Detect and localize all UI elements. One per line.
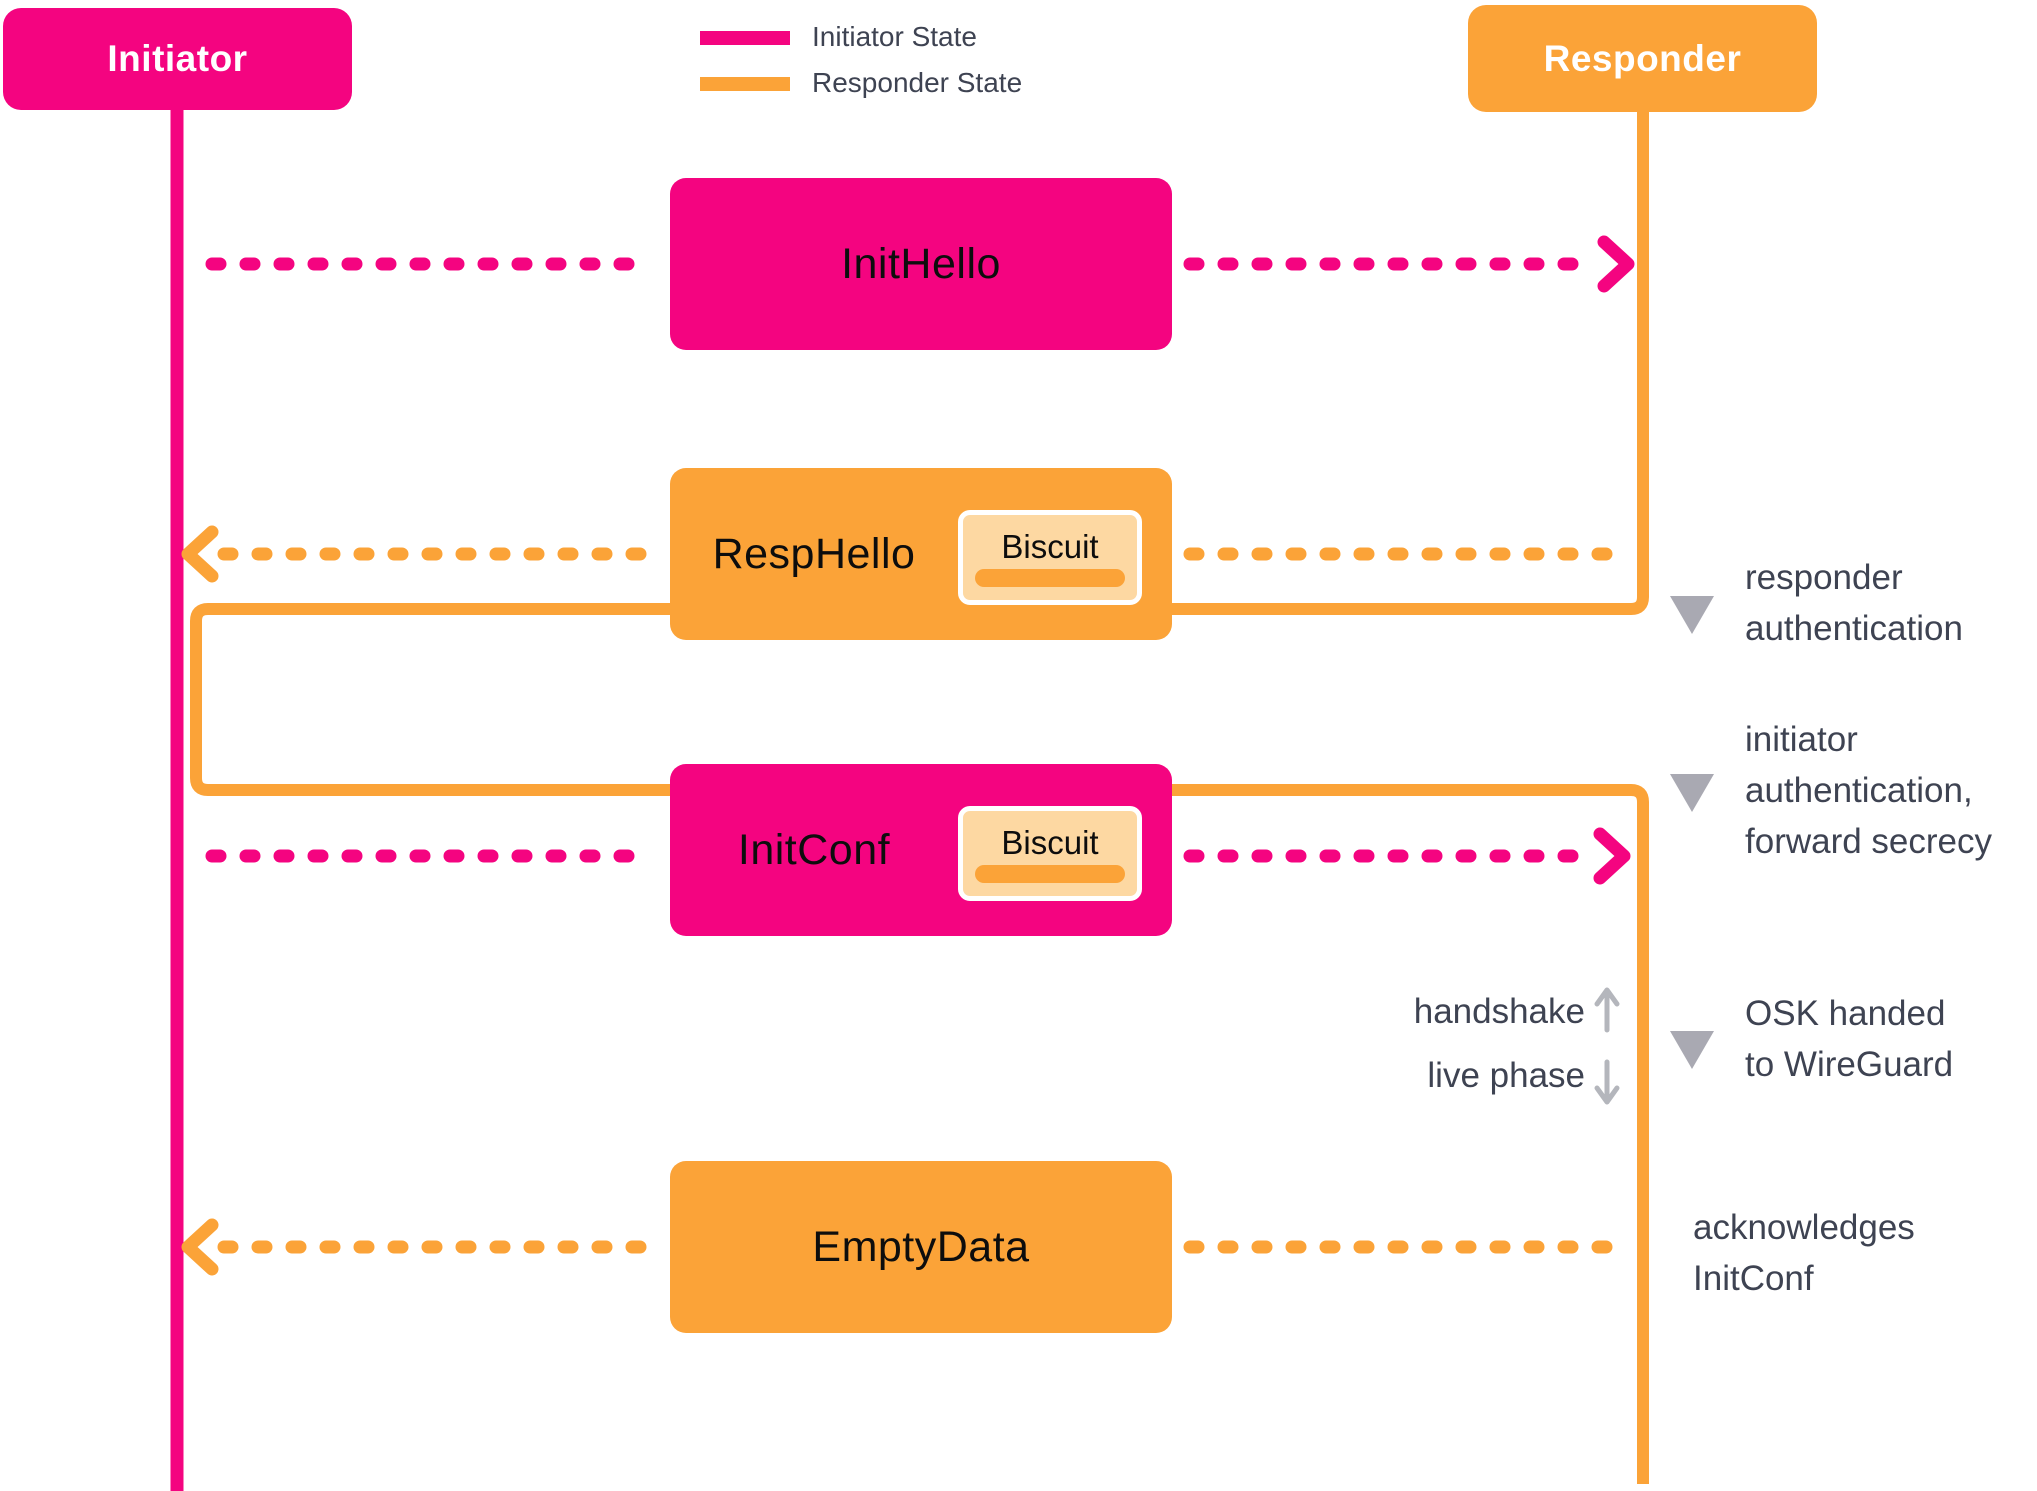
resphello-biscuit-underline [975, 569, 1125, 587]
handshake-phase-label: handshake [1413, 992, 1585, 1031]
responder-node: Responder [1468, 5, 1817, 112]
inithello-arrowhead-icon [1597, 235, 1635, 293]
initconf-label: InitConf [737, 825, 891, 874]
resphello-biscuit-box: Biscuit [958, 510, 1142, 605]
milestone-triangle-initiator-auth-icon [1670, 774, 1714, 812]
legend-responder-state-swatch [700, 77, 790, 91]
emptydata-arrowhead-icon [181, 1218, 219, 1276]
milestone-triangle-osk-icon [1670, 1031, 1714, 1069]
initconf-biscuit-label: Biscuit [1001, 824, 1099, 861]
resphello-label: RespHello [712, 529, 916, 578]
milestone-triangle-responder-auth-icon [1670, 596, 1714, 634]
annotation-responder-authentication: responder authentication [1745, 558, 1963, 648]
message-box-inithello: InitHello [670, 178, 1172, 350]
initconf-biscuit-box: Biscuit [958, 806, 1142, 901]
responder-state-line [190, 112, 1649, 1484]
initiator-node-label: Initiator [107, 38, 248, 79]
resphello-label-zone: RespHello [670, 468, 958, 640]
annotation-acknowledges-initconf: acknowledges InitConf [1693, 1208, 1915, 1298]
live-phase-label: live phase [1427, 1056, 1585, 1095]
legend-initiator-state-swatch [700, 31, 790, 45]
initconf-biscuit-underline [975, 865, 1125, 883]
annotation-initiator-authentication: initiator authentication, forward secrec… [1745, 720, 1993, 861]
message-box-initconf: InitConf Biscuit [670, 764, 1172, 936]
initconf-arrowhead-icon [1593, 827, 1631, 885]
message-box-resphello: RespHello Biscuit [670, 468, 1172, 640]
inithello-label: InitHello [841, 239, 1001, 288]
initconf-label-zone: InitConf [670, 764, 958, 936]
message-box-emptydata: EmptyData [670, 1161, 1172, 1333]
emptydata-label: EmptyData [812, 1222, 1030, 1271]
initiator-node: Initiator [3, 8, 352, 110]
handshake-up-arrow-icon [1594, 987, 1620, 1033]
annotation-osk-handed-to-wireguard: OSK handed to WireGuard [1745, 994, 1954, 1084]
legend-responder-state-label: Responder State [812, 67, 1023, 98]
legend-initiator-state-label: Initiator State [812, 21, 977, 52]
live-phase-down-arrow-icon [1594, 1059, 1620, 1105]
responder-node-label: Responder [1543, 37, 1742, 79]
resphello-arrowhead-icon [181, 525, 219, 583]
resphello-biscuit-label: Biscuit [1001, 528, 1099, 565]
